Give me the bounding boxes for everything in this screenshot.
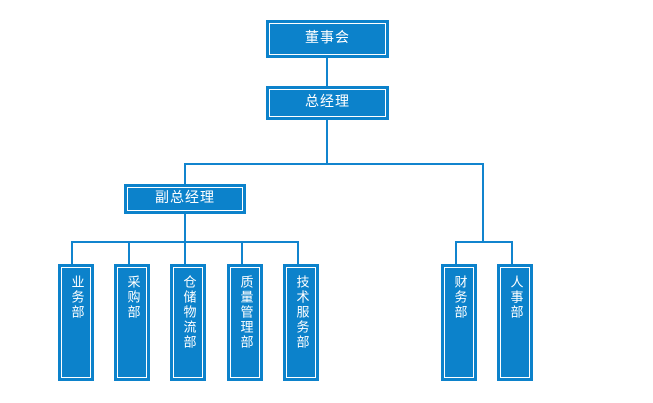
- connector-drop-business: [71, 241, 73, 264]
- connector-drop-quality: [241, 241, 243, 264]
- node-hr-department[interactable]: 人事部: [497, 264, 533, 381]
- connector-drop-hr: [511, 241, 513, 264]
- connector-right-split-bar: [455, 241, 512, 243]
- node-finance-department[interactable]: 财务部: [441, 264, 477, 381]
- connector-drop-procurement: [128, 241, 130, 264]
- node-procurement-department-label: 采购部: [124, 275, 140, 320]
- connector-drop-warehouse: [184, 241, 186, 264]
- node-finance-department-label: 财务部: [451, 275, 467, 320]
- node-procurement-department[interactable]: 采购部: [114, 264, 150, 381]
- connector-split-to-right-branch: [482, 163, 484, 241]
- node-business-department[interactable]: 业务部: [58, 264, 94, 381]
- node-warehouse-logistics-department[interactable]: 仓储物流部: [170, 264, 206, 381]
- connector-drop-finance: [455, 241, 457, 264]
- connector-deputy-trunk: [184, 214, 186, 242]
- node-quality-management-department-label: 质量管理部: [237, 275, 253, 350]
- node-deputy-general-manager-label: 副总经理: [155, 190, 215, 207]
- node-general-manager-label: 总经理: [305, 94, 350, 111]
- node-deputy-general-manager[interactable]: 副总经理: [124, 184, 246, 214]
- node-technical-service-department[interactable]: 技术服务部: [283, 264, 319, 381]
- node-hr-department-label: 人事部: [507, 275, 523, 320]
- node-board[interactable]: 董事会: [266, 20, 389, 58]
- node-warehouse-logistics-department-label: 仓储物流部: [180, 275, 196, 350]
- node-board-label: 董事会: [305, 30, 350, 47]
- node-business-department-label: 业务部: [68, 275, 84, 320]
- node-technical-service-department-label: 技术服务部: [293, 275, 309, 350]
- node-quality-management-department[interactable]: 质量管理部: [227, 264, 263, 381]
- node-general-manager[interactable]: 总经理: [266, 86, 389, 120]
- connector-board-to-gm: [326, 58, 328, 86]
- connector-gm-split-bar: [184, 163, 484, 165]
- connector-drop-tech: [297, 241, 299, 264]
- connector-split-to-deputy: [184, 163, 186, 184]
- connector-gm-trunk: [326, 120, 328, 164]
